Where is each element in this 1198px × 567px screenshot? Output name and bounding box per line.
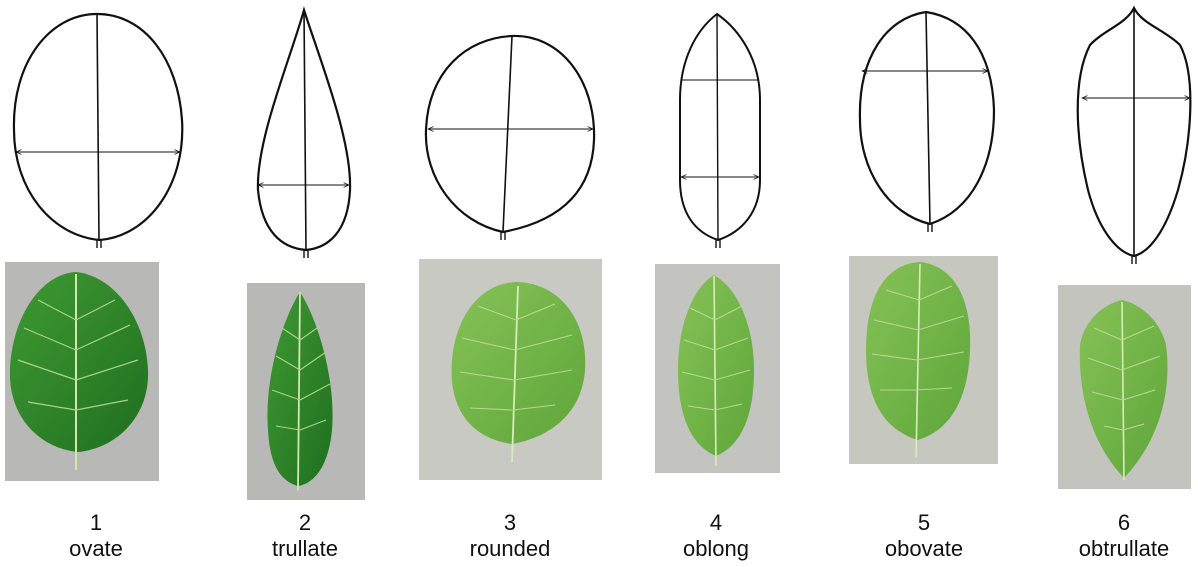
outline-obtrullate bbox=[1078, 8, 1191, 264]
shape-label-2: 2 trullate bbox=[225, 510, 385, 562]
shape-name: rounded bbox=[430, 536, 590, 562]
outline-obovate bbox=[860, 12, 994, 232]
shape-number: 1 bbox=[16, 510, 176, 536]
photo-ovate bbox=[5, 262, 159, 481]
photo-oblong bbox=[655, 264, 780, 473]
shape-name: trullate bbox=[225, 536, 385, 562]
shape-number: 6 bbox=[1044, 510, 1198, 536]
outline-rounded bbox=[426, 36, 594, 240]
shape-label-6: 6 obtrullate bbox=[1044, 510, 1198, 562]
shape-name: obovate bbox=[844, 536, 1004, 562]
shape-name: oblong bbox=[636, 536, 796, 562]
shape-label-5: 5 obovate bbox=[844, 510, 1004, 562]
photo-rounded bbox=[419, 259, 602, 480]
photo-obovate bbox=[849, 256, 998, 464]
shape-label-1: 1 ovate bbox=[16, 510, 176, 562]
shape-name: ovate bbox=[16, 536, 176, 562]
shape-number: 2 bbox=[225, 510, 385, 536]
photo-trullate bbox=[247, 283, 365, 500]
photo-obtrullate bbox=[1058, 285, 1191, 489]
shape-number: 3 bbox=[430, 510, 590, 536]
shape-number: 4 bbox=[636, 510, 796, 536]
outline-oblong bbox=[680, 14, 760, 248]
outline-trullate bbox=[258, 10, 350, 258]
shape-label-4: 4 oblong bbox=[636, 510, 796, 562]
shape-number: 5 bbox=[844, 510, 1004, 536]
shape-label-3: 3 rounded bbox=[430, 510, 590, 562]
shape-name: obtrullate bbox=[1044, 536, 1198, 562]
outline-ovate bbox=[14, 14, 182, 248]
